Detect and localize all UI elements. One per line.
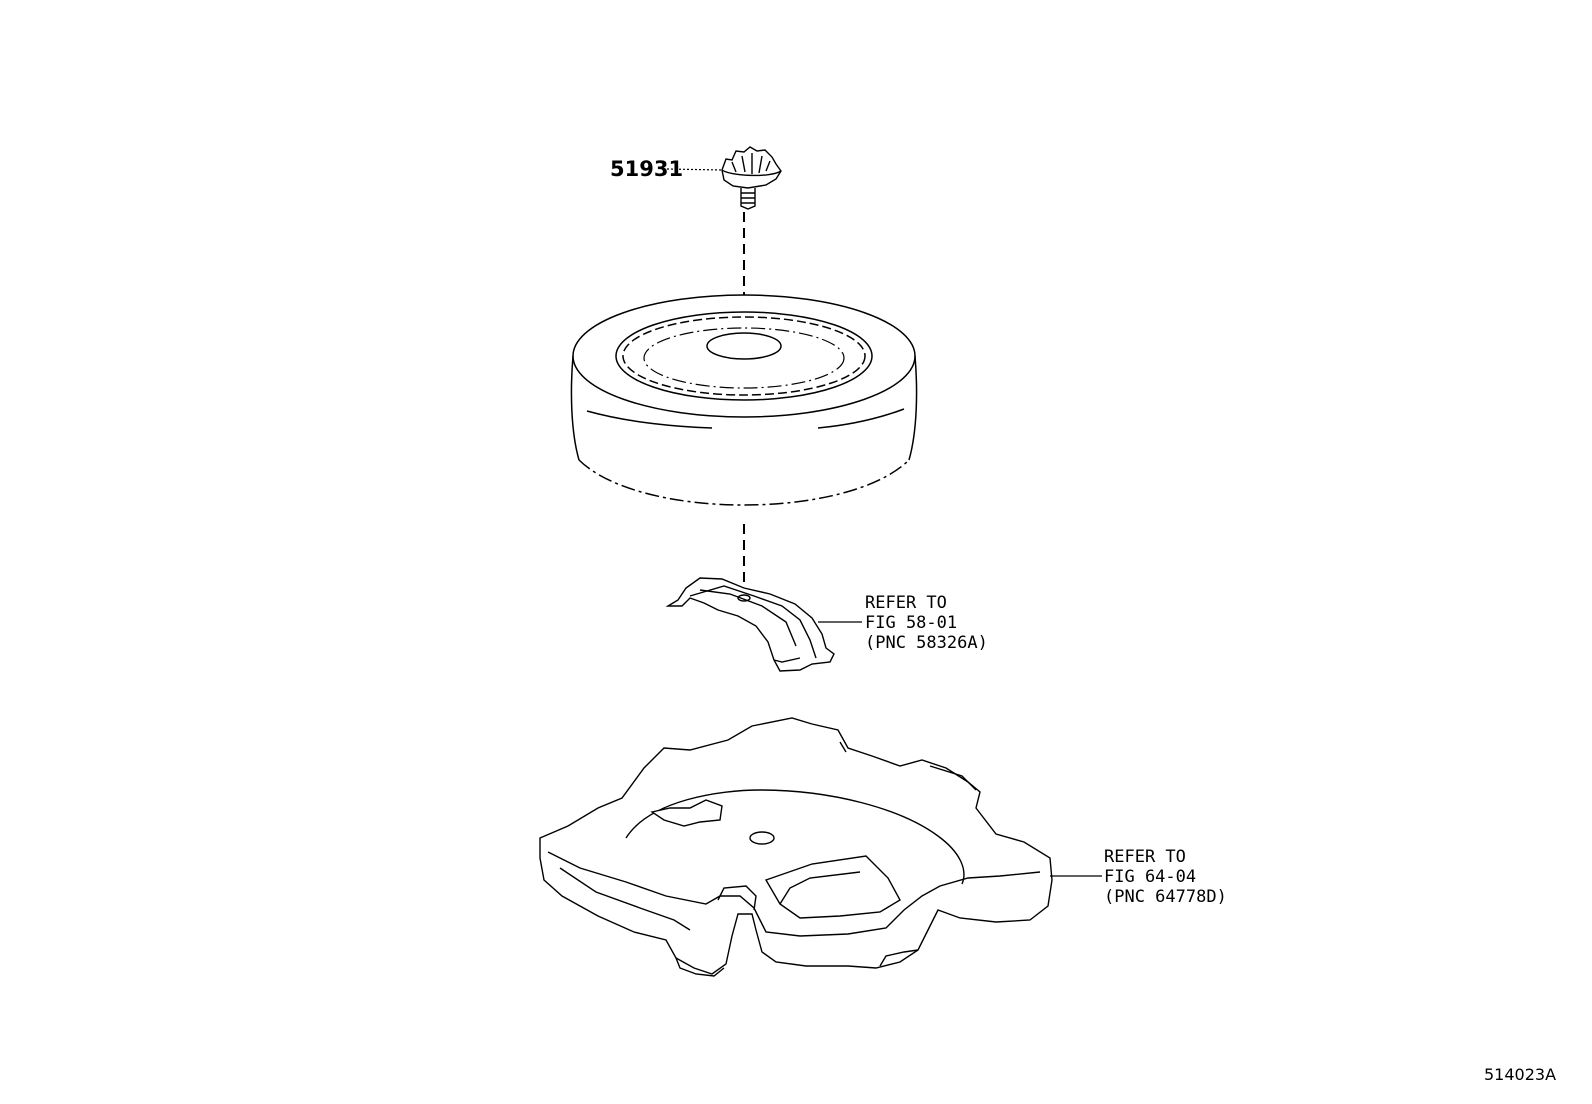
clamp-bolt-part	[721, 146, 782, 210]
callout-label-51931: 51931	[610, 157, 683, 181]
reference-bracket-line-2: FIG 58-01	[865, 613, 957, 633]
reference-bracket-line-1: REFER TO	[865, 593, 947, 613]
reference-tray-line-2: FIG 64-04	[1104, 867, 1196, 887]
floor-deck-tray	[539, 717, 1053, 977]
spare-tire	[570, 294, 918, 506]
reference-tray-line-1: REFER TO	[1104, 847, 1186, 867]
carrier-bracket	[665, 577, 835, 672]
figure-id: 514023A	[1484, 1065, 1556, 1084]
reference-bracket-line-3: (PNC 58326A)	[865, 633, 988, 653]
reference-tray-line-3: (PNC 64778D)	[1104, 887, 1227, 907]
callout-leader-51931	[666, 168, 723, 171]
